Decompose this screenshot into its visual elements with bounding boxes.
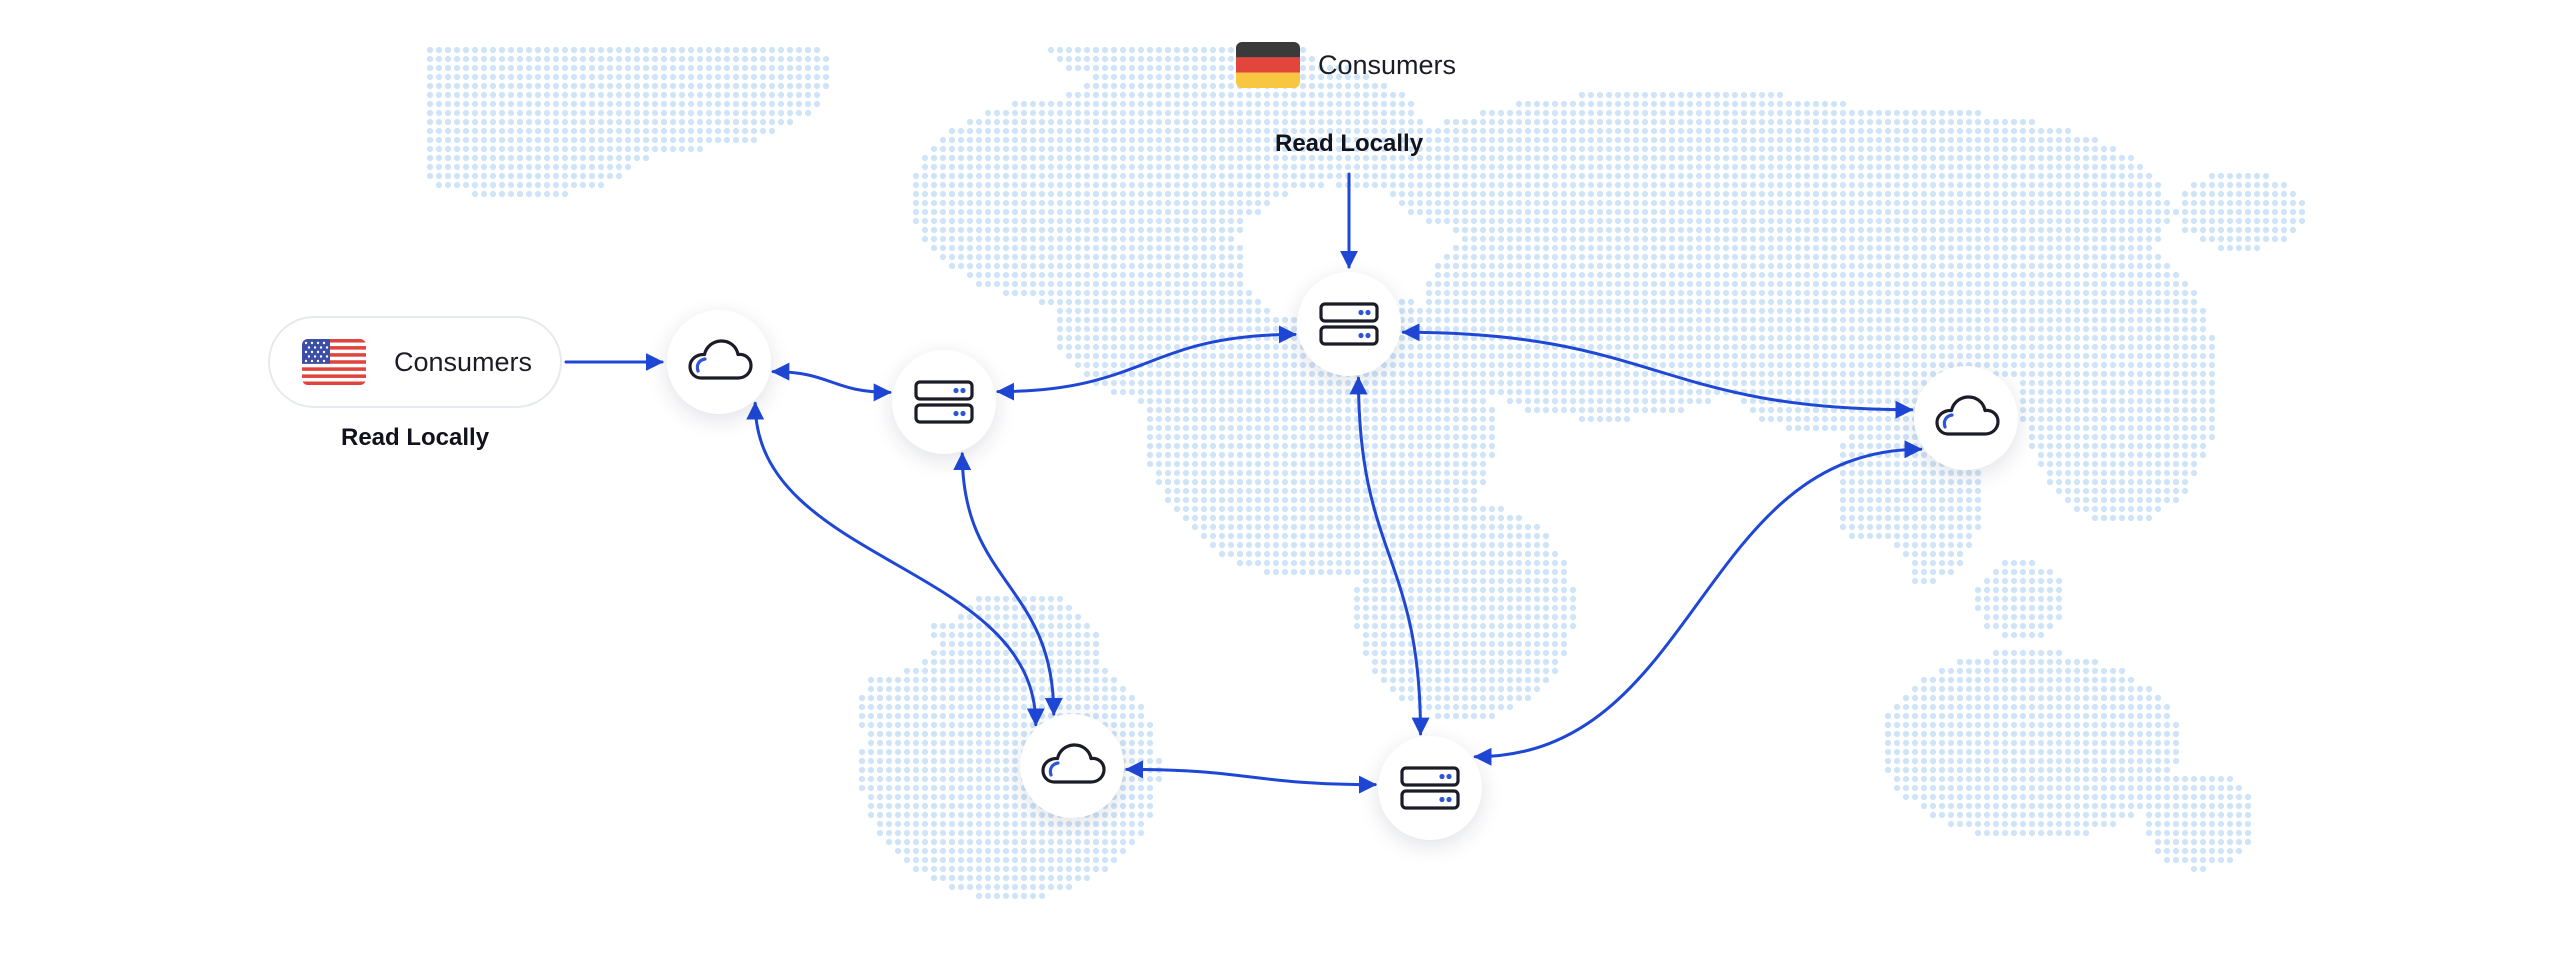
us-flag-icon (302, 339, 366, 385)
us-consumers-pill[interactable]: Consumers (268, 316, 562, 408)
us-read-locally-label: Read Locally (341, 424, 490, 451)
server-icon (912, 378, 976, 426)
asia-cloud-node[interactable] (1914, 366, 2018, 470)
north-america-cloud-node[interactable] (667, 310, 771, 414)
link-na-server-eu-server (996, 325, 1297, 401)
south-america-cloud-node[interactable] (1020, 714, 1124, 818)
us-consumers-label: Consumers (394, 346, 533, 377)
africa-server-node[interactable] (1378, 736, 1482, 840)
germany-flag-icon (1236, 42, 1300, 88)
link-as-cloud-af-server (1473, 440, 1923, 766)
cloud-icon (1931, 393, 2001, 443)
link-sa-cloud-af-server (1125, 760, 1377, 794)
server-icon (1317, 300, 1381, 348)
cloud-icon (684, 337, 754, 387)
cloud-icon (1037, 741, 1107, 791)
de-consumers-label: Consumers (1318, 49, 1457, 80)
north-america-server-node[interactable] (892, 350, 996, 454)
link-eu-server-af-server (1349, 376, 1430, 736)
link-na-server-sa-cloud (953, 452, 1063, 716)
de-read-locally-label: Read Locally (1275, 130, 1424, 157)
link-eu-server-as-cloud (1401, 323, 1914, 419)
de-consumers[interactable]: Consumers (1236, 42, 1456, 88)
link-na-cloud-na-server (771, 362, 892, 402)
server-icon (1398, 764, 1462, 812)
europe-server-node[interactable] (1297, 272, 1401, 376)
